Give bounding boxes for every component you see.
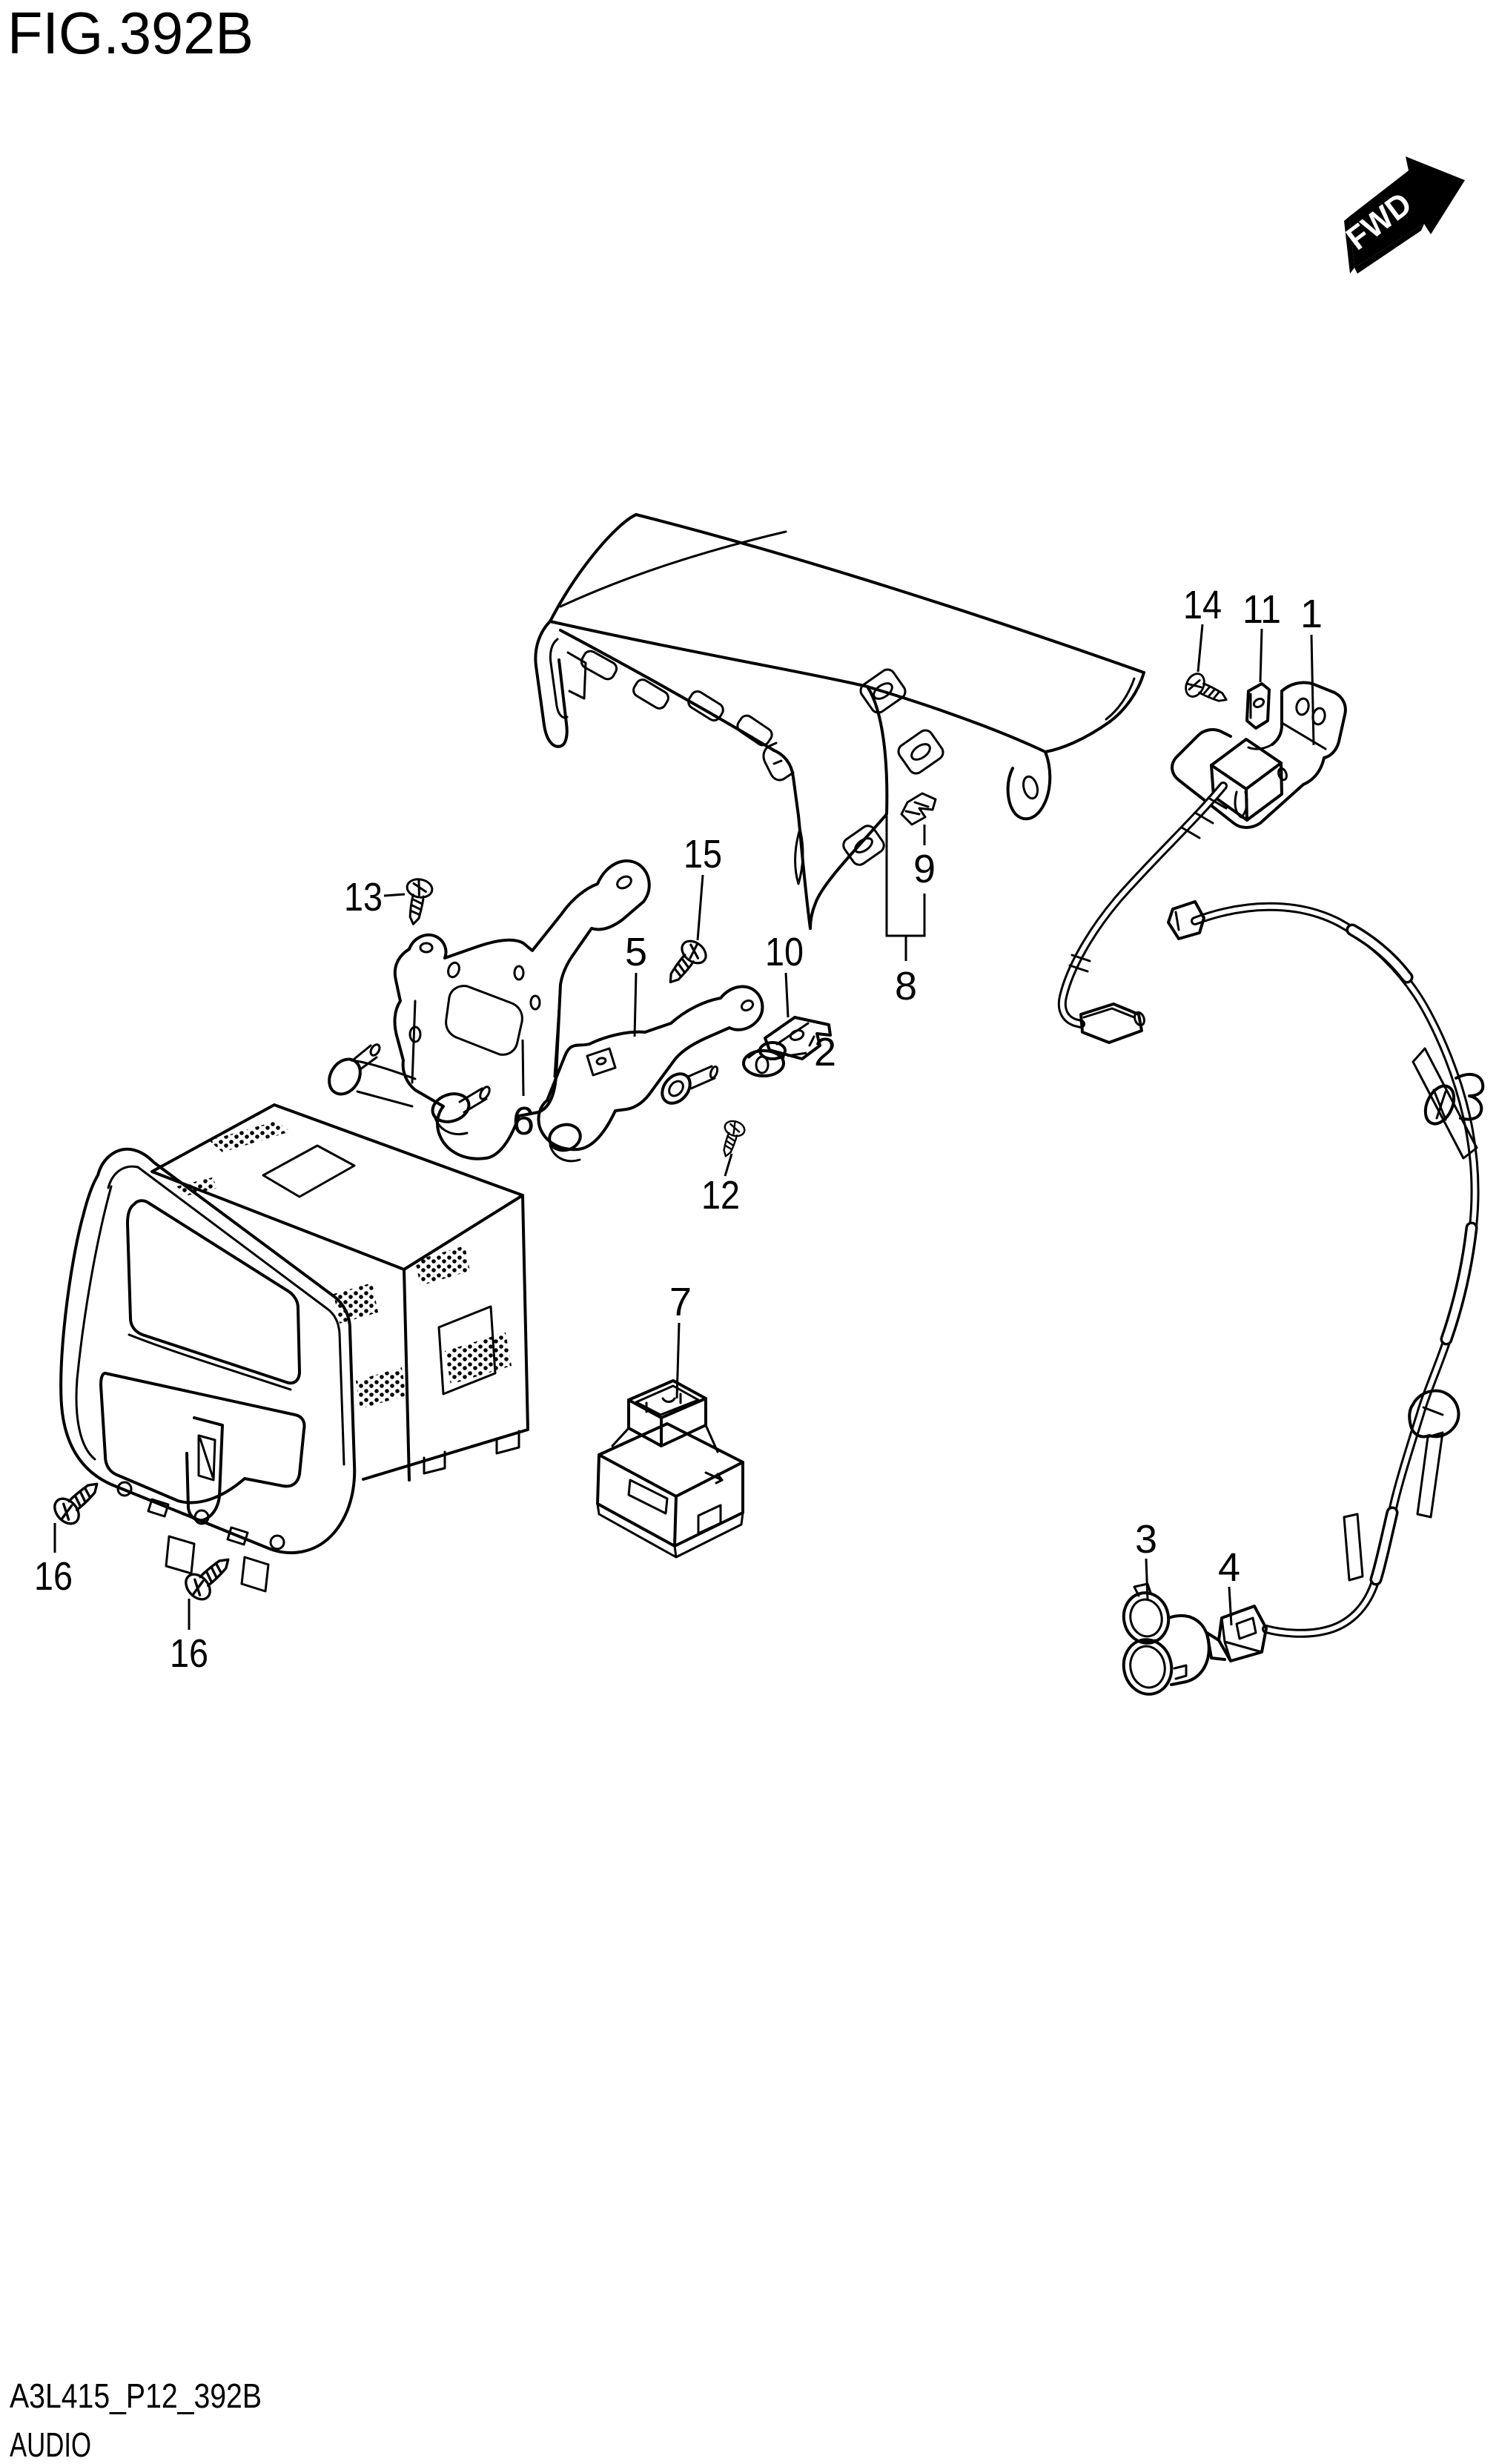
callouts: 1 2 3 4 5 6 7 9 8 bbox=[34, 583, 1323, 1676]
callout-10: 10 bbox=[765, 930, 804, 1018]
callout-6: 6 bbox=[512, 1039, 535, 1143]
callout-3: 3 bbox=[1135, 1517, 1157, 1601]
antenna-bracket-1 bbox=[1171, 681, 1347, 829]
leader-line bbox=[1259, 628, 1263, 683]
unit-panel bbox=[437, 1305, 497, 1396]
callout-1: 1 bbox=[1300, 592, 1323, 746]
cover-slot-tab bbox=[897, 729, 944, 775]
callout-label: 5 bbox=[625, 930, 647, 974]
accessory-socket-3 bbox=[1122, 1582, 1211, 1696]
vent-dots bbox=[209, 1121, 291, 1152]
vent-dots bbox=[415, 1246, 470, 1286]
clip-9 bbox=[900, 792, 937, 826]
cable-end-connector bbox=[1167, 900, 1205, 940]
callout-16-right: 16 bbox=[170, 1599, 208, 1676]
leader-line bbox=[787, 1051, 807, 1057]
usb-plug-4 bbox=[1205, 1605, 1268, 1662]
callout-label: 14 bbox=[1183, 583, 1222, 627]
callout-11: 11 bbox=[1242, 587, 1281, 683]
callout-4: 4 bbox=[1218, 1545, 1240, 1626]
leader-line bbox=[1197, 624, 1204, 673]
callout-label: 10 bbox=[765, 930, 804, 974]
audio-unit bbox=[150, 1103, 529, 1482]
screw-13 bbox=[400, 876, 435, 928]
screw-16-left bbox=[48, 1472, 108, 1530]
cover-tab bbox=[687, 690, 724, 721]
leader-line bbox=[383, 893, 406, 897]
cover-slot-tab bbox=[842, 825, 885, 866]
leader-line bbox=[1310, 634, 1315, 746]
callout-label: 1 bbox=[1300, 592, 1323, 636]
screw-16-right bbox=[179, 1548, 239, 1605]
cable-clip-upper bbox=[1412, 1047, 1485, 1160]
callout-label: 15 bbox=[684, 832, 722, 876]
callout-label: 3 bbox=[1135, 1517, 1157, 1562]
callout-5: 5 bbox=[625, 930, 647, 1037]
vent-dots bbox=[445, 1332, 512, 1384]
antenna-cable bbox=[1057, 782, 1228, 1044]
antenna-module bbox=[1210, 738, 1288, 822]
bracket-window bbox=[445, 985, 523, 1056]
usb-socket-7 bbox=[596, 1379, 744, 1559]
unit-panel bbox=[262, 1144, 356, 1198]
vent-dots bbox=[356, 1367, 406, 1409]
leader-line bbox=[675, 1322, 681, 1399]
feeder-cable bbox=[1167, 900, 1480, 1638]
cable-clip-lower bbox=[1343, 1389, 1460, 1582]
fwd-arrow-icon: FWD bbox=[1340, 156, 1465, 274]
cover-tab bbox=[580, 650, 618, 681]
center-bezel bbox=[59, 1147, 357, 1593]
console-cover bbox=[534, 513, 1145, 930]
callout-label: 12 bbox=[701, 1173, 740, 1218]
cover-tab bbox=[736, 714, 773, 747]
radio-bracket-6 bbox=[328, 859, 651, 1160]
figure-title: FIG.392B bbox=[7, 0, 254, 66]
callout-label: 7 bbox=[669, 1280, 692, 1324]
leader-line bbox=[784, 972, 790, 1018]
callout-label: 16 bbox=[34, 1554, 73, 1599]
callout-8-9-bracket: 9 8 bbox=[885, 816, 936, 1008]
callout-13: 13 bbox=[344, 875, 406, 919]
callout-label: 16 bbox=[170, 1631, 208, 1676]
drawing-code: A3L415_P12_392B bbox=[10, 2377, 262, 2415]
screw-12 bbox=[715, 1117, 748, 1160]
callout-14: 14 bbox=[1183, 583, 1222, 673]
callout-2: 2 bbox=[787, 1030, 836, 1074]
screw-15 bbox=[658, 935, 712, 992]
callout-label: 11 bbox=[1242, 587, 1281, 632]
clip-11 bbox=[1245, 682, 1271, 730]
callout-7: 7 bbox=[669, 1280, 692, 1399]
callout-label: 4 bbox=[1218, 1545, 1240, 1590]
figure-caption: AUDIO bbox=[10, 2425, 91, 2464]
clip-10 bbox=[764, 1016, 832, 1060]
leader-line bbox=[633, 972, 638, 1037]
leader-line bbox=[885, 816, 926, 961]
leader-line bbox=[1145, 1558, 1149, 1601]
leader-line bbox=[696, 874, 704, 941]
callout-label: 2 bbox=[814, 1030, 836, 1074]
callout-16-left: 16 bbox=[34, 1523, 73, 1599]
callout-label: 6 bbox=[512, 1099, 535, 1143]
leader-line bbox=[724, 1153, 733, 1177]
callout-label: 9 bbox=[913, 847, 936, 891]
cover-tab bbox=[632, 678, 669, 710]
callout-15: 15 bbox=[684, 832, 722, 941]
leader-line bbox=[1228, 1586, 1233, 1626]
vent-dots bbox=[176, 1177, 218, 1197]
grommet-2 bbox=[742, 1041, 787, 1077]
vent-dots bbox=[334, 1283, 378, 1324]
cable-connector bbox=[1079, 1003, 1143, 1044]
cover-slot-tab bbox=[859, 668, 907, 714]
callout-label: 13 bbox=[344, 875, 383, 919]
screw-14 bbox=[1181, 670, 1233, 712]
callout-label: 8 bbox=[895, 964, 917, 1008]
pocket-opening bbox=[99, 1372, 306, 1505]
callout-12: 12 bbox=[701, 1153, 740, 1218]
radio-bracket-5 bbox=[537, 985, 764, 1163]
screen-opening bbox=[126, 1199, 301, 1385]
bracket-hole bbox=[1295, 697, 1310, 716]
